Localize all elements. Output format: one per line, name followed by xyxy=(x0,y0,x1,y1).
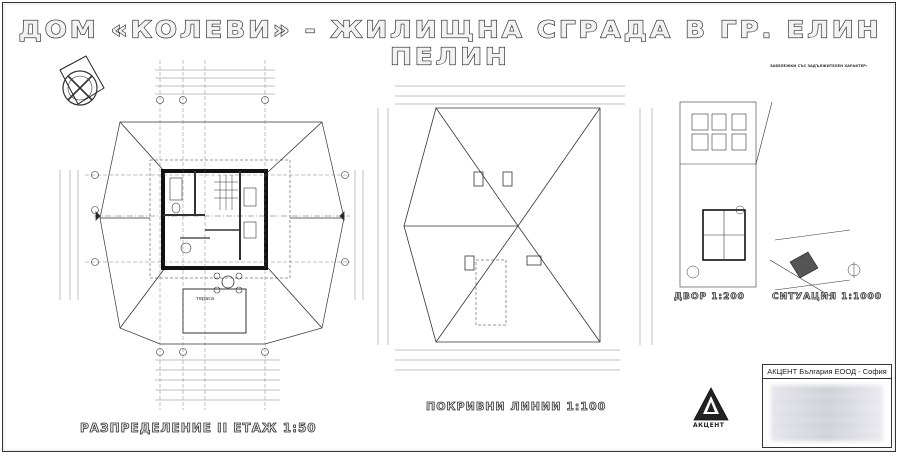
floor-plan-dimensions xyxy=(59,60,364,410)
roof-dimensions xyxy=(377,85,653,371)
notes-heading: ЗАБЕЛЕЖКИ СЪС ЗАДЪЛЖИТЕЛЕН ХАРАКТЕР: xyxy=(770,64,868,68)
axis-markers xyxy=(91,96,349,356)
akcent-logo-icon xyxy=(693,387,729,421)
redacted-area xyxy=(771,385,883,441)
floor-plan-drawing xyxy=(94,121,350,345)
caption-situation: СИТУАЦИЯ 1:1000 xyxy=(772,292,883,303)
roof-lines-drawing xyxy=(403,107,601,343)
caption-roof-lines: ПОКРИВНИ ЛИНИИ 1:100 xyxy=(426,400,607,414)
situation-drawing xyxy=(769,229,861,297)
drawing-title: ДОМ «КОЛЕВИ» - ЖИЛИЩНА СГРАДА В ГР. ЕЛИН… xyxy=(18,16,882,71)
notes-block: ЗАБЕЛЕЖКИ СЪС ЗАДЪЛЖИТЕЛЕН ХАРАКТЕР: xyxy=(770,64,888,71)
caption-floor-plan: РАЗПРЕДЕЛЕНИЕ II ЕТАЖ 1:50 xyxy=(80,421,317,436)
yard-drawing xyxy=(679,101,773,288)
company-name: АКЦЕНТ България ЕООД - София xyxy=(763,365,891,379)
terrace-label: тераса xyxy=(196,296,215,302)
caption-yard: ДВОР 1:200 xyxy=(674,292,745,303)
north-arrow-icon xyxy=(59,55,105,106)
logo-text: АКЦЕНТ xyxy=(693,422,725,429)
situation-north-icon xyxy=(847,262,861,278)
title-block: АКЦЕНТ България ЕООД - София xyxy=(762,364,892,448)
